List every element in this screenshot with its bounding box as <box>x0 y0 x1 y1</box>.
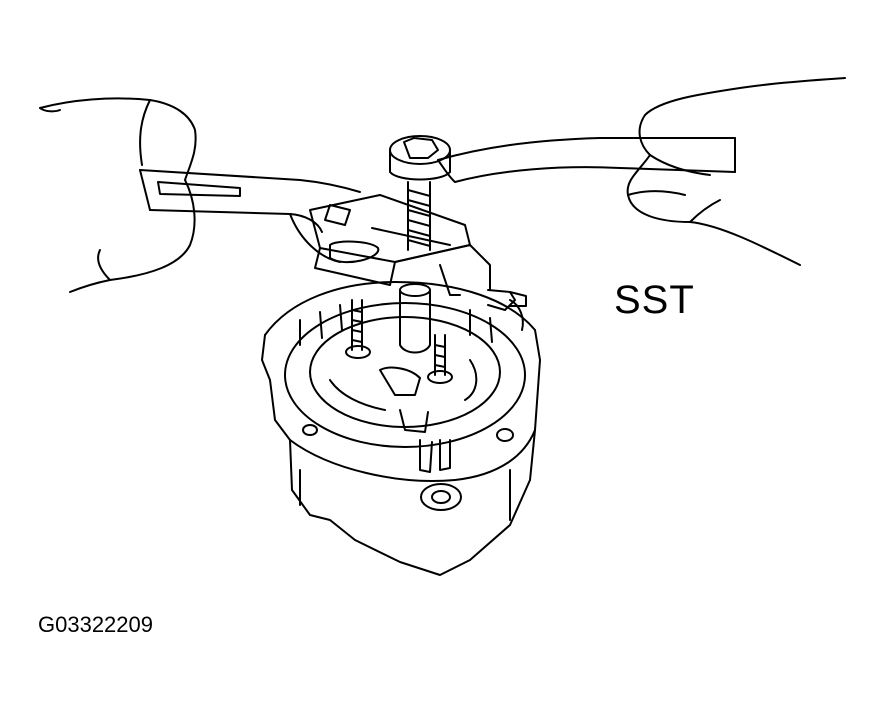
alternator-internals <box>329 359 478 433</box>
figure-id: G03322209 <box>38 612 153 637</box>
right-hand <box>626 77 846 266</box>
puller-yoke <box>309 194 527 311</box>
wrench-right-arm <box>437 137 736 183</box>
rotor-shaft <box>345 283 453 384</box>
sst-label: SST <box>614 278 695 322</box>
alternator-body <box>261 281 541 576</box>
center-bolt <box>389 135 451 251</box>
left-hand <box>39 97 197 293</box>
